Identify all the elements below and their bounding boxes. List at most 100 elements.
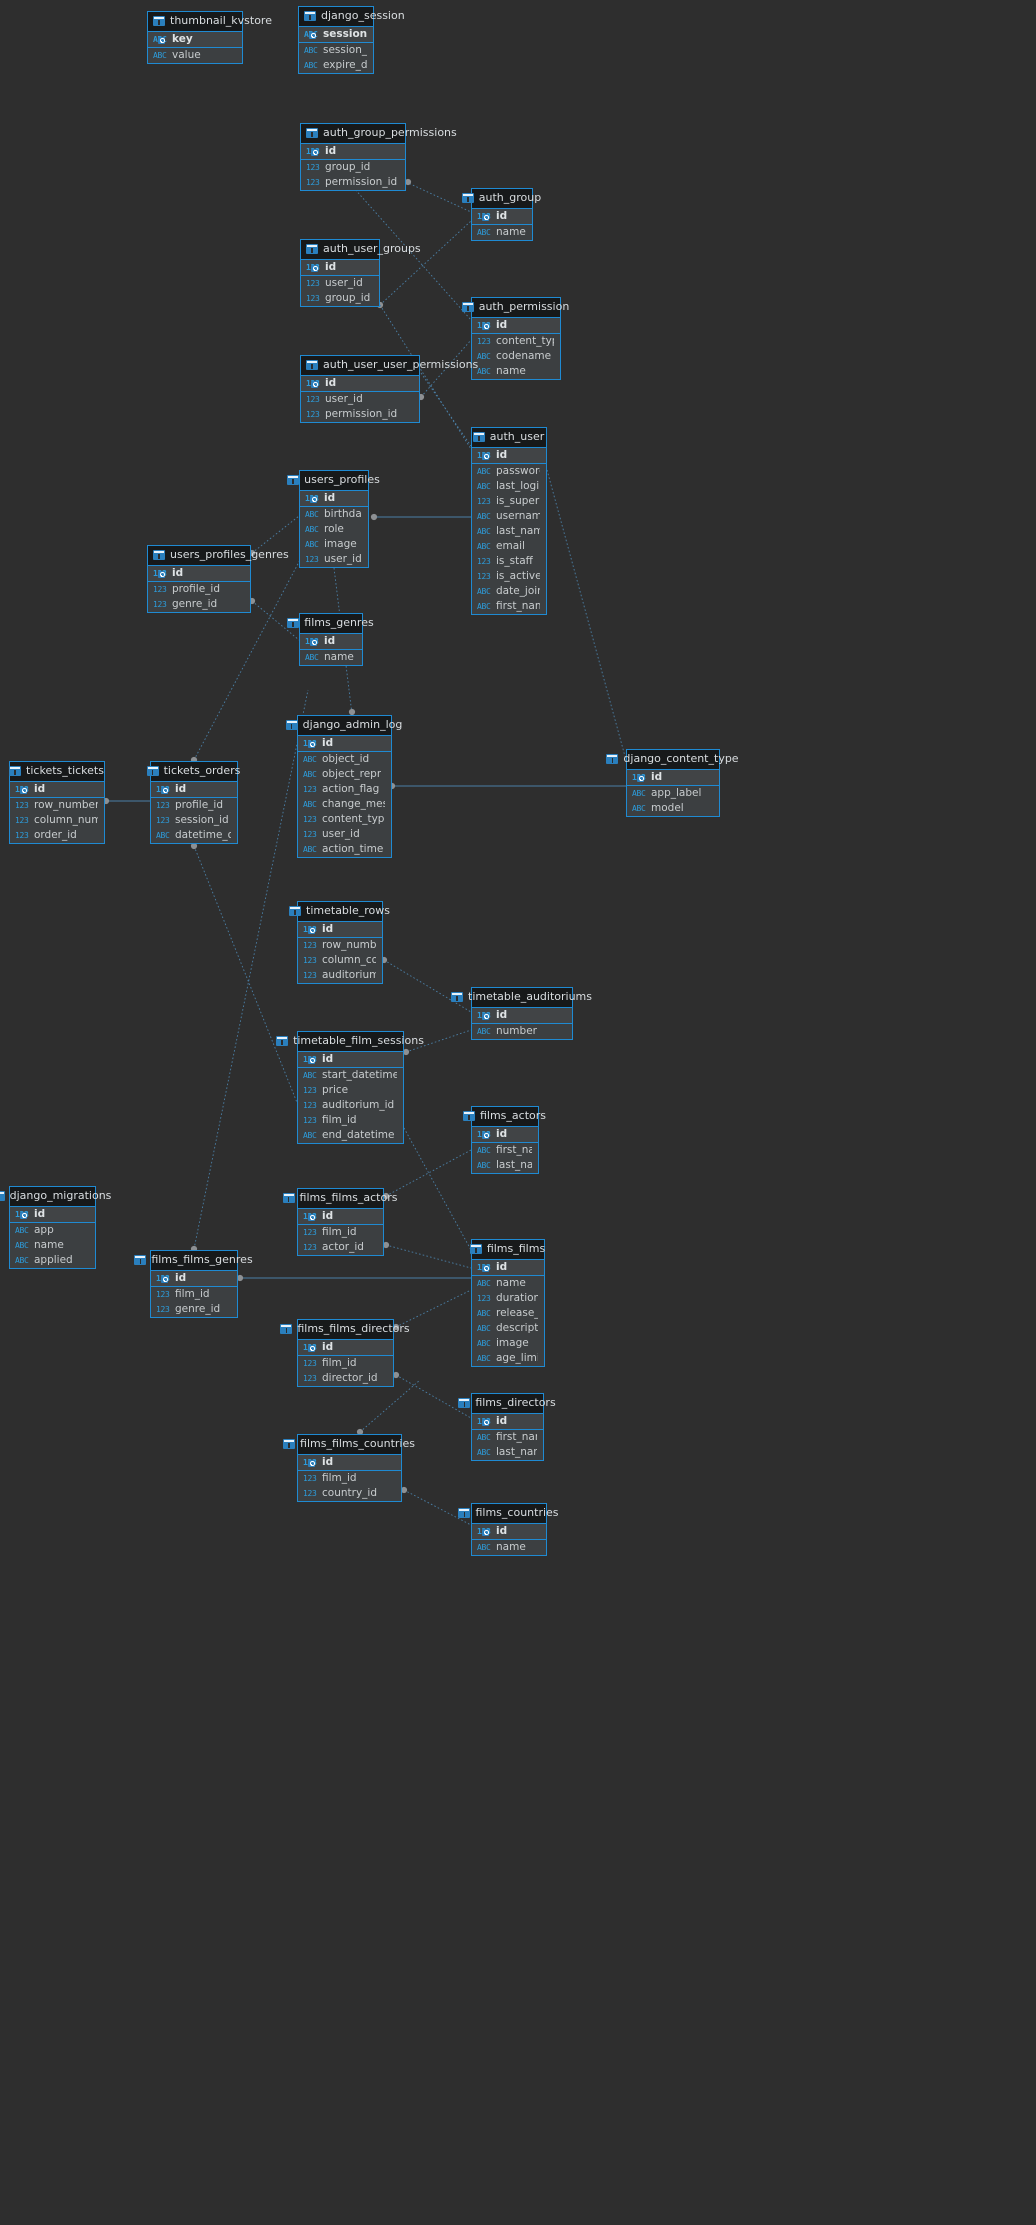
table-header[interactable]: films_actors	[462, 1107, 546, 1127]
table-node-auth_user_groups[interactable]: auth_user_groups123id123user_id123group_…	[300, 239, 421, 307]
table-header[interactable]: auth_user_groups	[301, 240, 421, 260]
primary-key-row[interactable]: 123id	[298, 1052, 403, 1067]
primary-key-row[interactable]: 123id	[472, 1414, 543, 1429]
primary-key-row[interactable]: 123id	[300, 491, 368, 506]
table-node-auth_group[interactable]: auth_group123idABCname	[461, 188, 541, 241]
table-header[interactable]: films_films_genres	[134, 1251, 253, 1271]
table-header[interactable]: django_migrations	[0, 1187, 111, 1207]
table-node-auth_user[interactable]: auth_user123idABCpasswordABClast_login12…	[471, 427, 547, 615]
table-node-users_profiles[interactable]: users_profiles123idABCbirthdayABCroleABC…	[287, 470, 380, 568]
table-header[interactable]: auth_permission	[461, 298, 569, 318]
primary-key-row[interactable]: 123id	[151, 1271, 237, 1286]
table-node-films_genres[interactable]: films_genres123idABCname	[287, 613, 374, 666]
primary-key-row[interactable]: 123id	[472, 1008, 572, 1023]
primary-key-row[interactable]: 123id	[301, 376, 419, 391]
primary-key-row[interactable]: 123id	[298, 736, 391, 751]
table-header[interactable]: django_content_type	[606, 750, 739, 770]
table-header[interactable]: thumbnail_kvstore	[148, 12, 272, 32]
table-node-auth_user_user_permissions[interactable]: auth_user_user_permissions123id123user_i…	[300, 355, 478, 423]
column-row[interactable]: ABCusername	[472, 509, 546, 524]
table-header[interactable]: films_genres	[287, 614, 374, 634]
table-node-films_films_genres[interactable]: films_films_genres123id123film_id123genr…	[134, 1250, 253, 1318]
table-header[interactable]: films_films_directors	[280, 1320, 410, 1340]
table-node-films_actors[interactable]: films_actors123idABCfirst_nameABClast_na…	[462, 1106, 546, 1174]
table-node-auth_permission[interactable]: auth_permission123id123content_type_idAB…	[461, 297, 569, 380]
table-header[interactable]: films_films_countries	[283, 1435, 415, 1455]
table-header[interactable]: auth_group	[461, 189, 541, 209]
table-node-films_films_countries[interactable]: films_films_countries123id123film_id123c…	[283, 1434, 415, 1502]
table-node-films_countries[interactable]: films_countries123idABCname	[458, 1503, 559, 1556]
table-header[interactable]: films_directors	[458, 1394, 556, 1414]
primary-key-row[interactable]: 123id	[298, 1209, 383, 1224]
table-node-timetable_auditoriums[interactable]: timetable_auditoriums123idABCnumber	[451, 987, 592, 1040]
primary-key-row[interactable]: 123id	[298, 1455, 401, 1470]
table-node-timetable_film_sessions[interactable]: timetable_film_sessions123idABCstart_dat…	[276, 1031, 424, 1144]
table-header[interactable]: films_countries	[458, 1504, 559, 1524]
table-header[interactable]: auth_group_permissions	[301, 124, 457, 144]
primary-key-row[interactable]: 123id	[148, 566, 250, 581]
table-node-films_directors[interactable]: films_directors123idABCfirst_nameABClast…	[458, 1393, 556, 1461]
table-header[interactable]: timetable_rows	[289, 902, 390, 922]
table-node-films_films_directors[interactable]: films_films_directors123id123film_id123d…	[280, 1319, 410, 1387]
table-node-timetable_rows[interactable]: timetable_rows123id123row_number123colum…	[289, 901, 390, 984]
primary-key-row[interactable]: 123id	[472, 448, 546, 463]
column-row[interactable]: ABCpassword	[472, 464, 546, 479]
table-header[interactable]: auth_user	[472, 428, 546, 448]
primary-key-row[interactable]: 123id	[298, 922, 382, 937]
table-node-films_films[interactable]: films_films123idABCname123durationABCrel…	[469, 1239, 545, 1367]
primary-key-row[interactable]: 123id	[151, 782, 237, 797]
table-node-auth_group_permissions[interactable]: auth_group_permissions123id123group_id12…	[300, 123, 457, 191]
table-header[interactable]: tickets_tickets	[9, 762, 104, 782]
primary-key-row[interactable]: 123id	[10, 782, 104, 797]
table-header[interactable]: timetable_auditoriums	[451, 988, 592, 1008]
primary-key-row[interactable]: 123id	[301, 144, 405, 159]
primary-key-row[interactable]: 123id	[472, 318, 560, 333]
